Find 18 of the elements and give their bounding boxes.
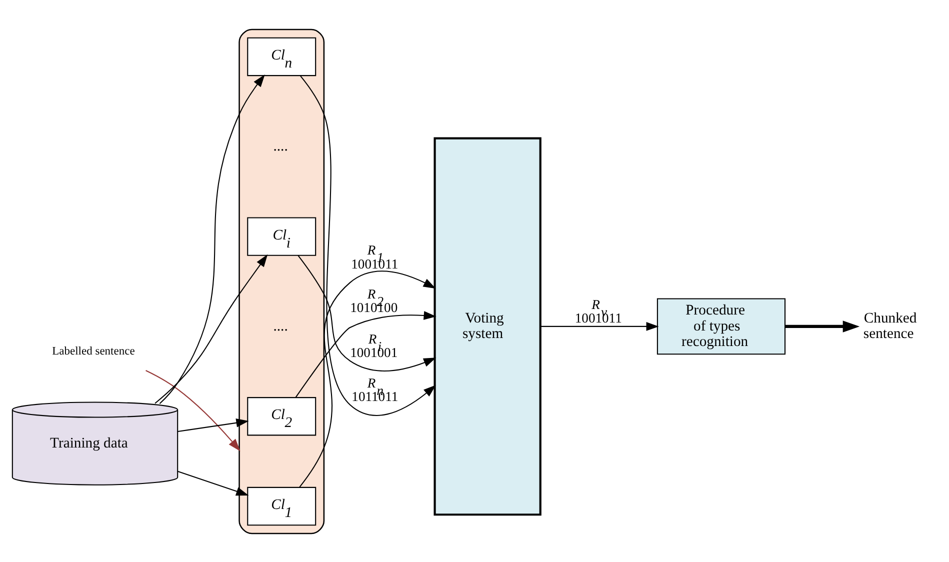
arrow (299, 270, 436, 487)
arrow (154, 254, 268, 404)
arrow (300, 75, 436, 416)
node-box: Procedure of types recognition (656, 298, 786, 354)
label: .... (273, 138, 288, 154)
arrow (785, 320, 860, 332)
arrow (178, 470, 249, 496)
arrow (295, 310, 436, 398)
node-text: Chunked sentence (863, 310, 917, 342)
arrow (146, 370, 240, 451)
arrow (159, 74, 265, 404)
cluster (238, 28, 325, 534)
arrow (178, 418, 249, 432)
label: .... (273, 318, 288, 334)
arrow (540, 322, 659, 330)
node-box: Voting system (434, 136, 542, 516)
arrow (298, 254, 436, 371)
node-text: Labelled sentence (52, 344, 135, 357)
